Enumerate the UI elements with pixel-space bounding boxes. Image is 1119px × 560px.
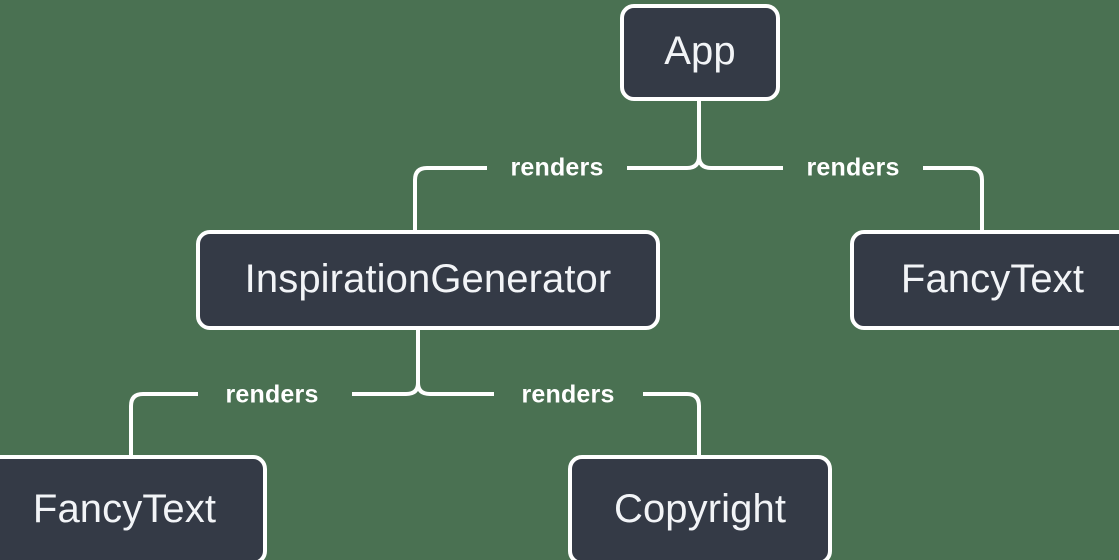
edge-app-to-inspiration-run [413, 166, 487, 230]
node-fancytext-left-label: FancyText [32, 486, 217, 531]
node-inspiration-generator[interactable]: InspirationGenerator [196, 230, 660, 330]
edge-inspiration-to-copyright [416, 382, 494, 396]
node-app[interactable]: App [620, 4, 780, 101]
node-inspiration-generator-label: InspirationGenerator [244, 256, 612, 301]
edge-inspiration-to-copyright-run [643, 392, 701, 455]
node-fancytext-right[interactable]: FancyText [850, 230, 1119, 330]
edge-app-to-fancytext [697, 155, 783, 170]
node-fancytext-right-label: FancyText [900, 256, 1085, 301]
edge-label-inspiration-generator-to-copyright: renders [521, 380, 615, 409]
edge-label-inspiration-generator-to-fancytext: renders [225, 380, 319, 409]
edge-label-app-to-inspiration-generator: renders [510, 153, 604, 182]
edge-app-to-fancytext-run [923, 166, 984, 230]
edge-app-to-inspiration [627, 155, 701, 170]
node-fancytext-left[interactable]: FancyText [0, 455, 267, 560]
node-copyright-label: Copyright [613, 486, 787, 531]
node-app-label: App [664, 29, 736, 73]
edge-label-app-to-fancytext: renders [806, 153, 900, 182]
node-copyright[interactable]: Copyright [568, 455, 832, 560]
edge-inspiration-to-fancytext [352, 382, 420, 396]
edge-inspiration-to-fancytext-run [129, 392, 198, 455]
